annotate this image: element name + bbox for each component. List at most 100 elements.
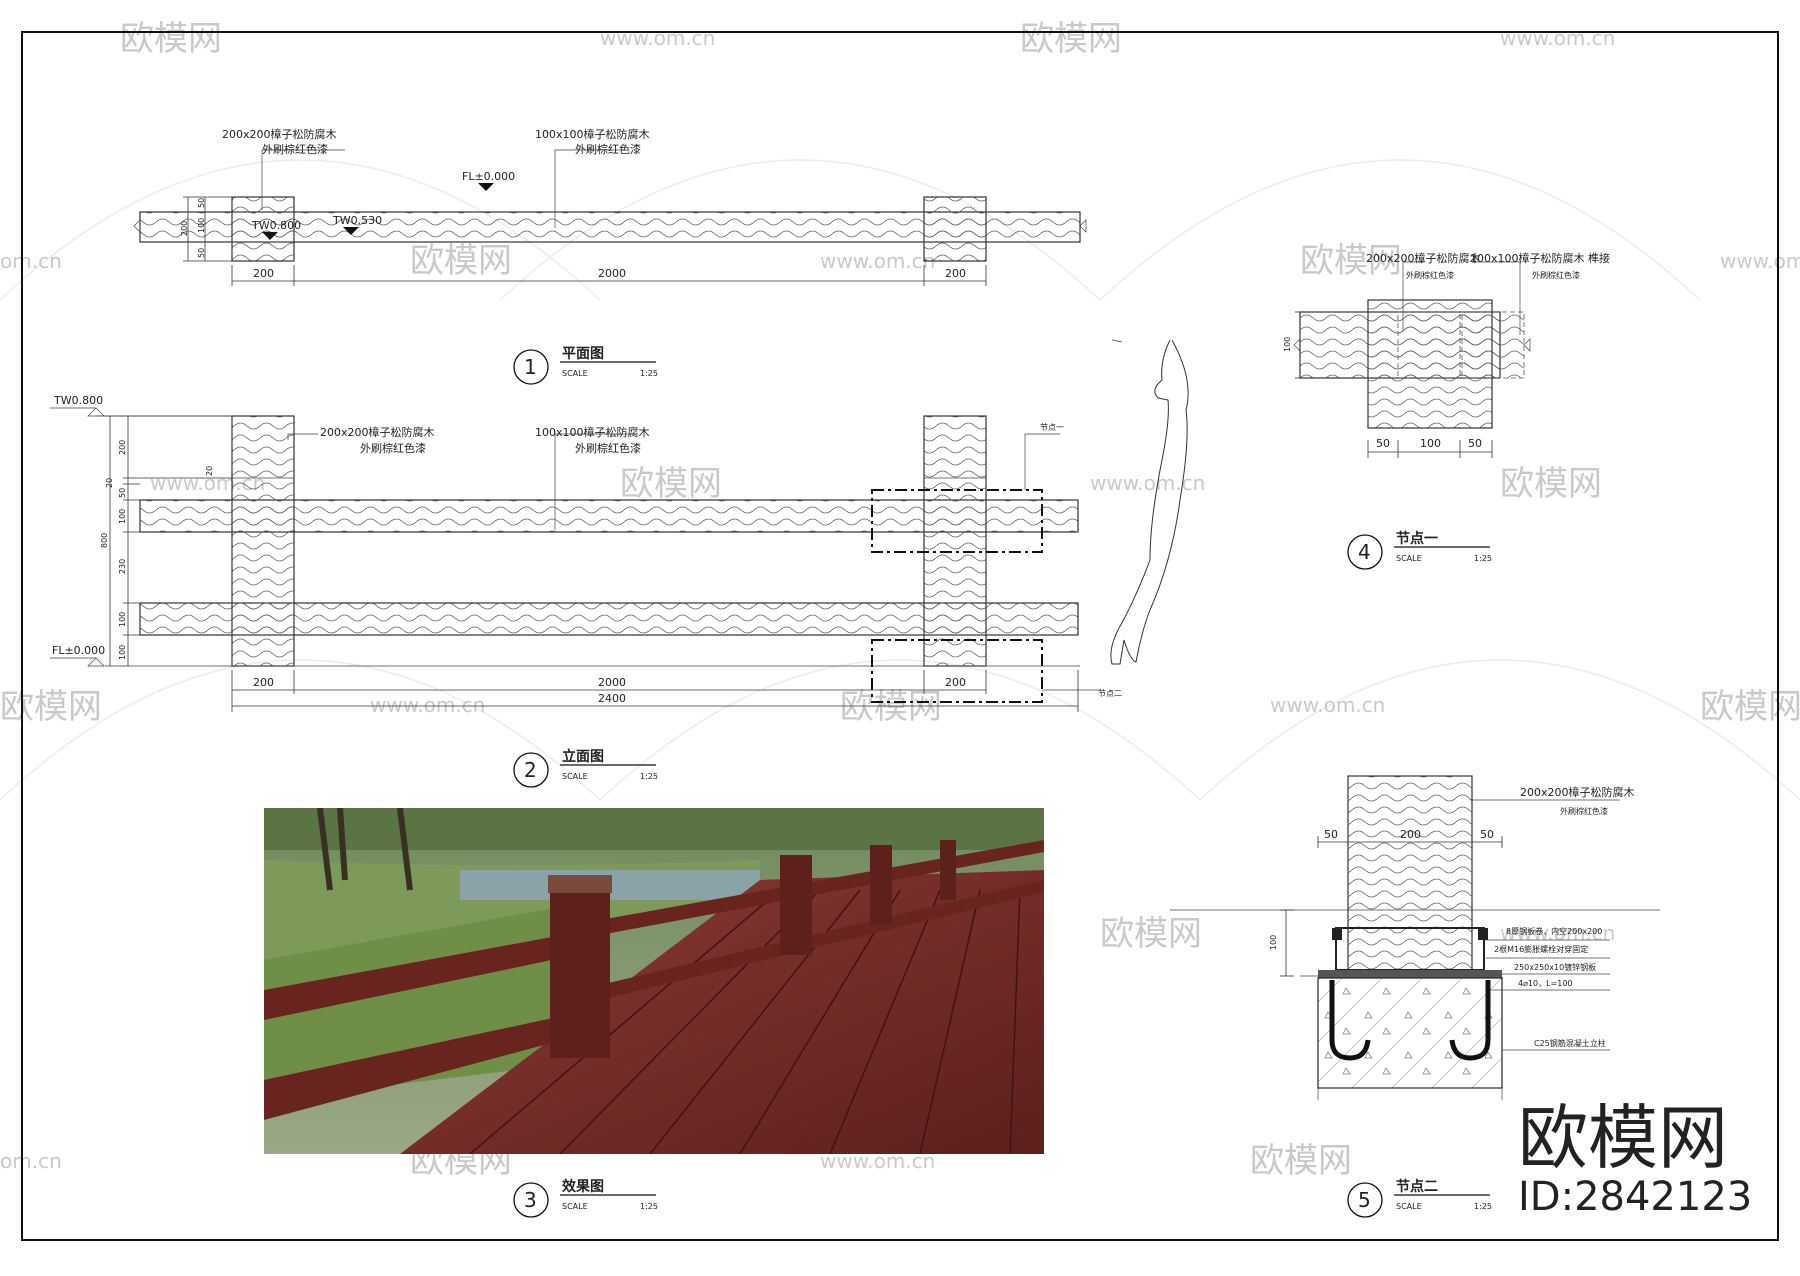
elevation-dim: 200 [118,440,127,455]
detail2-note: 250x250x10镀锌钢板 [1514,962,1596,972]
watermarks: 欧模网 www.om.cn 欧模网 www.om.cn om.cn 欧模网 ww… [0,19,1800,1181]
plan-dim: 50 [197,248,206,258]
scale-label: SCALE [562,369,588,378]
view-title: 效果图 [562,1178,604,1195]
elevation-post-paint: 外刷棕红色漆 [360,441,426,455]
watermark-brand: 欧模网 [1500,464,1602,504]
plan-rail-label: 100x100樟子松防腐木 [535,127,650,141]
view-number-circle [1347,1182,1383,1218]
scale-label: SCALE [1396,1202,1422,1211]
elevation-dim-total: 800 [100,533,109,548]
plan-dim: 2000 [598,267,626,280]
detail2-note: C25钢筋混凝土立柱 [1534,1038,1606,1048]
detail2-post-paint: 外刷棕红色漆 [1560,806,1608,816]
plan-fl-label: FL±0.000 [462,170,515,183]
elevation-tw-label: TW0.800 [53,394,103,407]
view-title: 节点二 [1396,1178,1438,1195]
watermark-site: om.cn [0,1149,62,1173]
level-marker-icon [262,232,278,240]
plan-post-right [923,196,987,262]
level-marker-icon [343,227,359,235]
plan-post-paint: 外刷棕红色漆 [262,142,328,156]
view-number: 5 [1358,1188,1371,1212]
plan-dim: 200 [253,267,274,280]
plan-dim: 200 [180,221,189,236]
elevation-dim: 200 [945,676,966,689]
detail-node-two: 200x200樟子松防腐木 外刷棕红色漆 8厚钢板卷，内空200x200 2根M… [1170,775,1660,1218]
elevation-dim: 2000 [598,676,626,689]
detail2-dim: 100 [1269,935,1278,950]
plan-view: 200x200樟子松防腐木 外刷棕红色漆 100x100樟子松防腐木 外刷棕红色… [133,127,1087,385]
view-title: 立面图 [562,748,604,765]
scale-label: SCALE [562,772,588,781]
elevation-dim: 100 [118,612,127,627]
scale-value: 1:25 [640,369,658,378]
view-number-circle [513,1182,549,1218]
scale-value: 1:25 [640,772,658,781]
plan-dim: 200 [945,267,966,280]
view-title: 节点一 [1396,530,1438,547]
elevation-rail-paint: 外刷棕红色漆 [575,441,641,455]
detail2-dim: 50 [1324,828,1338,841]
elevation-dim-overall: 2400 [598,692,626,705]
watermark-site: www.om.cn [1090,471,1205,495]
detail2-note: 8厚钢板卷，内空200x200 [1506,926,1602,936]
detail2-concrete-column [1317,977,1503,1089]
node2-callout-box [871,639,1043,703]
watermark-brand: 欧模网 [840,687,942,727]
view-number: 3 [524,1188,537,1212]
watermark-brand: 欧模网 [1020,19,1122,59]
elevation-top-rail [139,499,1079,533]
elevation-dim: 20 [105,478,114,488]
plan-rail-paint: 外刷棕红色漆 [575,142,641,156]
elevation-post-left [231,415,295,667]
elevation-post-right [923,415,987,667]
watermark-brand: 欧模网 [0,687,102,727]
plan-tw1-label: TW0.800 [251,219,301,232]
detail1-label-b: 100x100樟子松防腐木 榫接 [1470,251,1610,265]
node2-label: 节点二 [1098,689,1122,698]
detail1-label-b-paint: 外刷棕红色漆 [1532,270,1580,280]
elevation-bottom-rail [139,602,1079,636]
watermark-brand: 欧模网 [1300,241,1402,281]
watermark-brand: 欧模网 [1100,914,1202,954]
detail2-dim: 200 [1400,828,1421,841]
watermark-site: www.om.cn [1500,26,1615,50]
elevation-post-label: 200x200樟子松防腐木 [320,425,435,439]
detail2-steel-plate [1318,970,1502,978]
watermark-brand: 欧模网 [1700,687,1800,727]
detail1-dim: 50 [1376,437,1390,450]
sheet-border [21,31,1779,1241]
elevation-dim: 100 [118,509,127,524]
elevation-dim: 230 [118,559,127,574]
detail1-dim: 100 [1420,437,1441,450]
level-marker-icon [478,183,494,191]
view-number: 2 [524,758,537,782]
elevation-rail-label: 100x100樟子松防腐木 [535,425,650,439]
elevation-dim: 100 [118,645,127,660]
plan-post-label: 200x200樟子松防腐木 [222,127,337,141]
watermark-site: www.om.cn [600,26,715,50]
watermark-site: www.om.cn [1720,249,1800,273]
watermark-brand: 欧模网 [120,19,222,59]
brand-logo-text: 欧模网 [1518,1097,1728,1179]
detail1-label-a: 200x200樟子松防腐木 [1366,251,1481,265]
elevation-dim: 20 [205,466,214,476]
elevation-dim: 50 [118,488,127,498]
plan-dim: 100 [197,218,206,233]
watermark-site: www.om.cn [1500,921,1615,945]
view-number-circle [513,752,549,788]
scale-value: 1:25 [1474,554,1492,563]
detail-node-one: 200x200樟子松防腐木 外刷棕红色漆 100x100樟子松防腐木 榫接 外刷… [1283,251,1610,570]
detail2-note: 4⌀10，L=100 [1518,979,1573,988]
watermark-brand: 欧模网 [620,464,722,504]
elevation-dim: 200 [253,676,274,689]
plan-dim: 50 [197,198,206,208]
elevation-view: 节点一 节点二 200x200樟子松防腐木 外刷棕红色漆 100x100樟子松防… [50,339,1189,788]
render-photo: 3 效果图 SCALE 1:25 [264,808,1044,1218]
view-number: 1 [524,355,537,379]
watermark-site: om.cn [0,249,62,273]
scale-value: 1:25 [640,1202,658,1211]
